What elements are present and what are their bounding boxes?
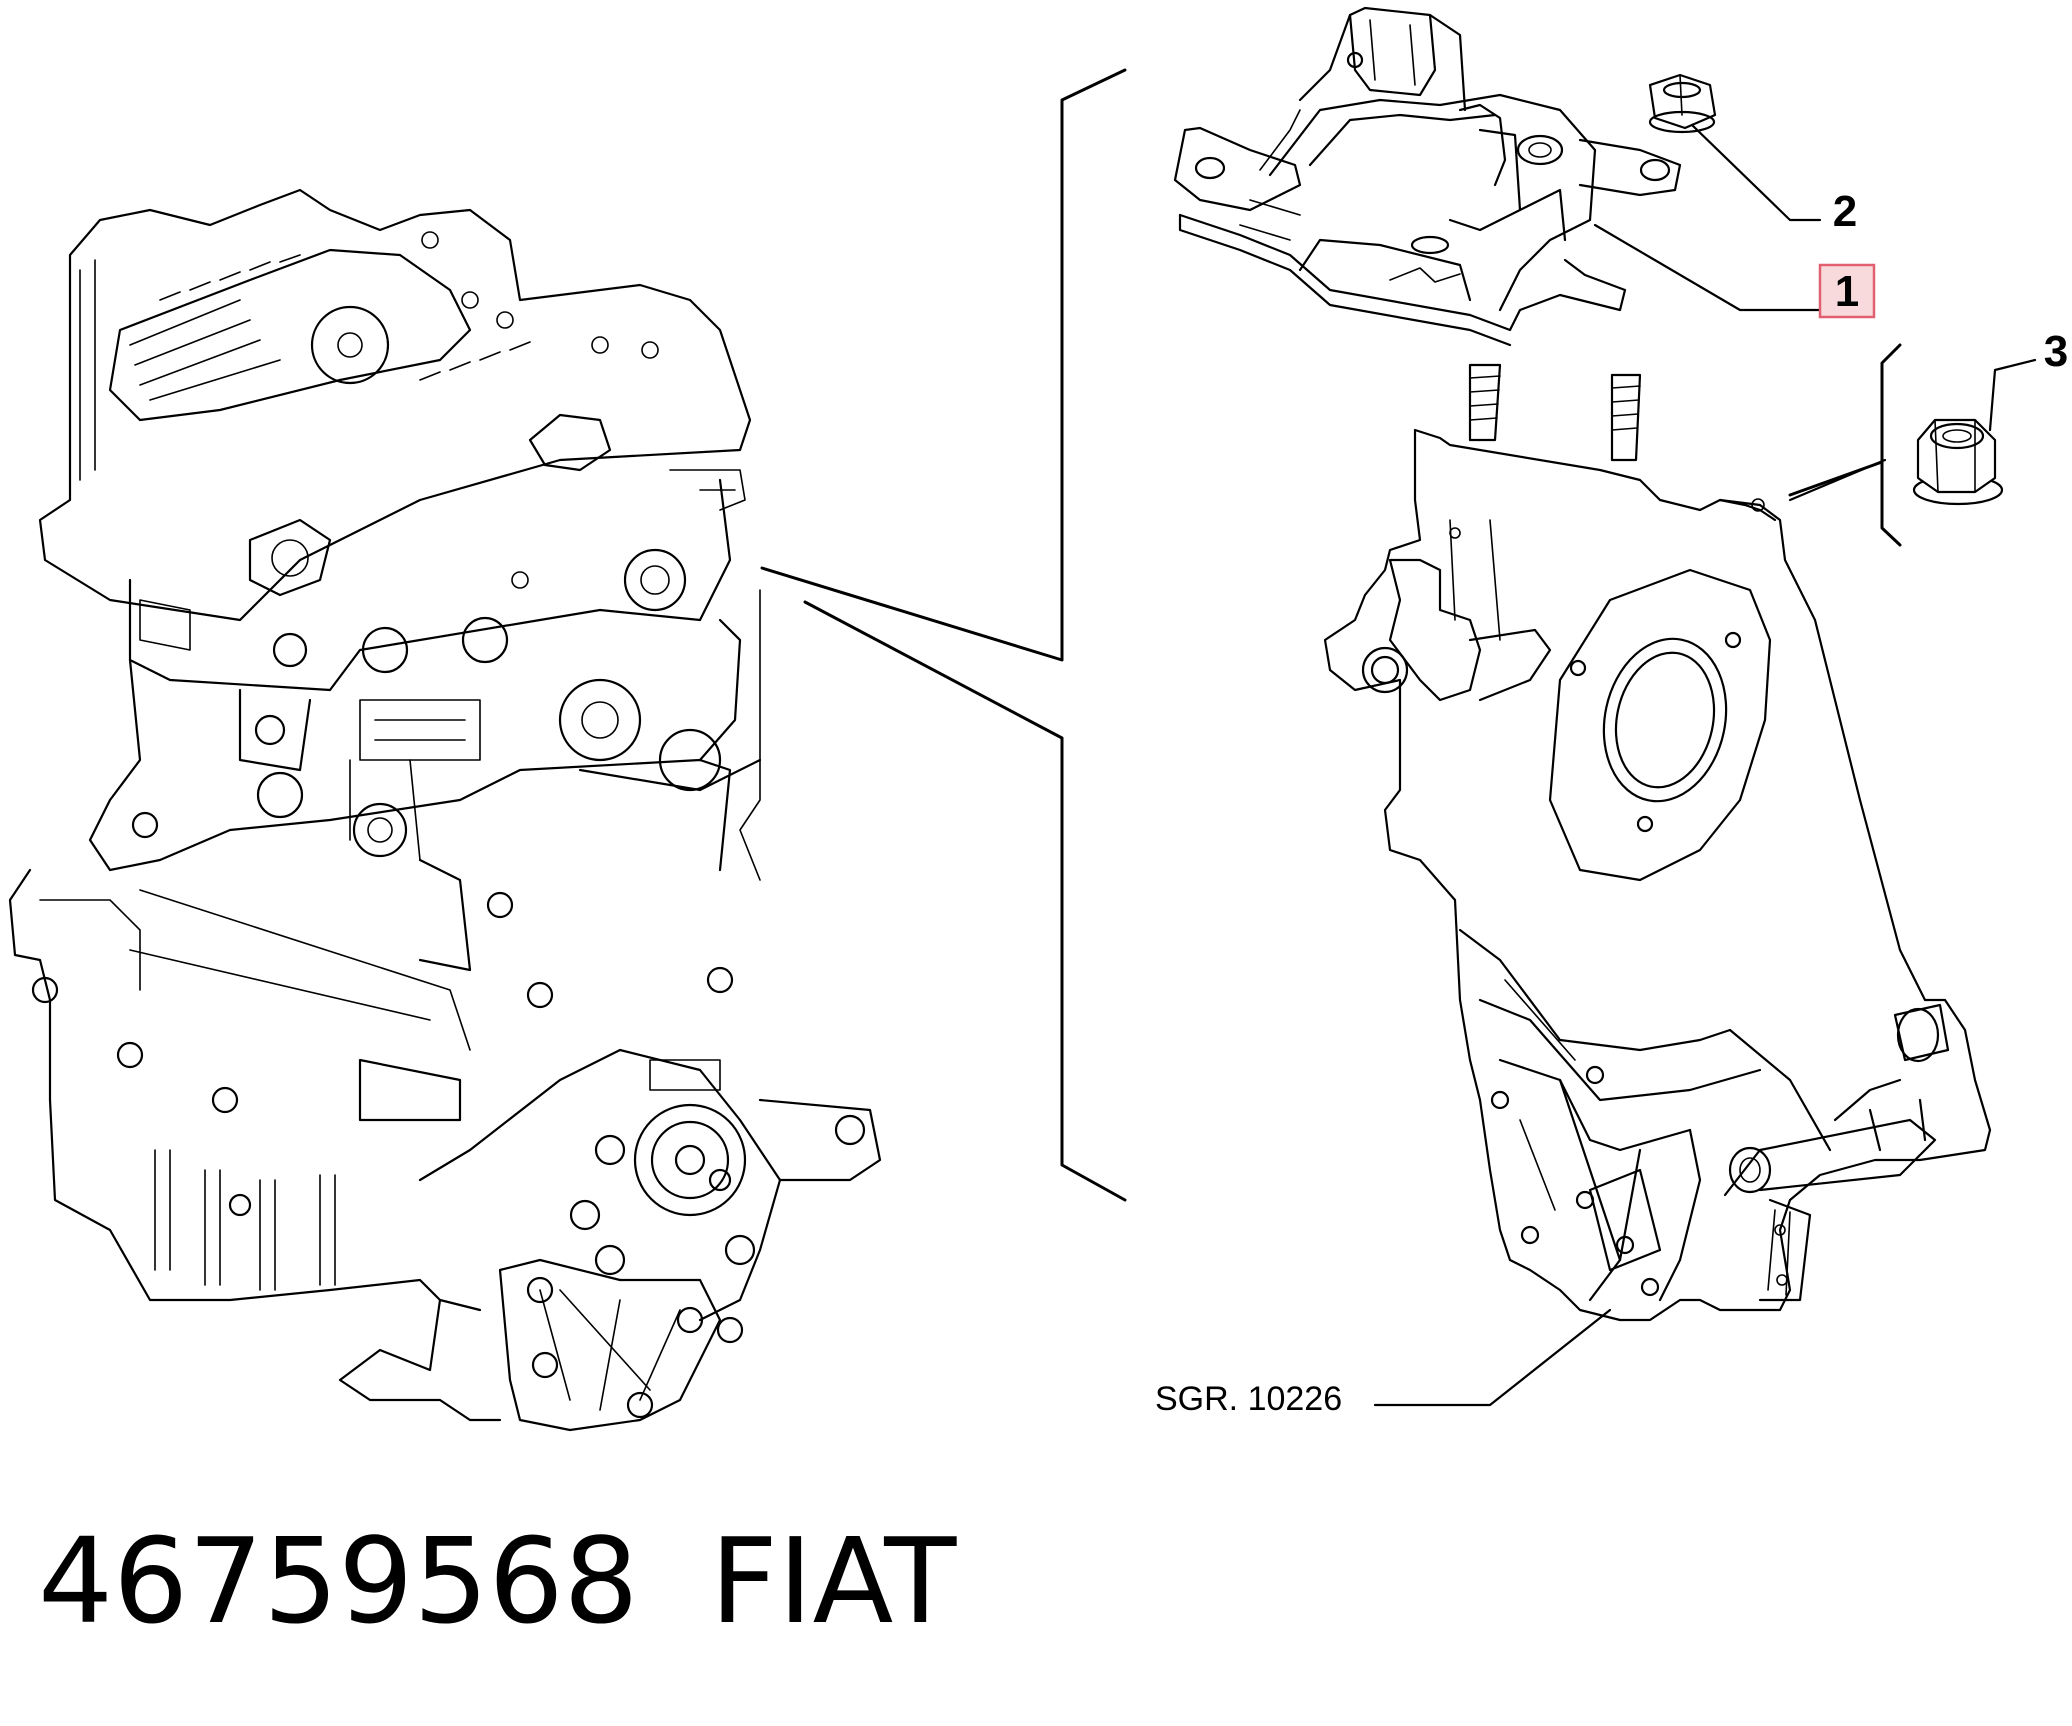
leader-lines — [1373, 123, 2037, 1407]
callout-2-label: 2 — [1833, 187, 1857, 236]
engine-mount-part-1 — [1173, 6, 1682, 347]
engine-block-illustration — [8, 188, 882, 1432]
flange-nut-part-3 — [1912, 418, 2004, 506]
callout-1-label: 1 — [1835, 267, 1859, 316]
flange-nut-part-2 — [1648, 73, 1717, 134]
brand-name: FIAT — [710, 1512, 957, 1650]
part-number: 46759568 — [38, 1512, 639, 1650]
reference-label: SGR. 10226 — [1155, 1380, 1342, 1418]
grouping-bracket — [760, 68, 1127, 1202]
callout-1: 1 — [1818, 263, 1876, 319]
callout-1-highlight — [1818, 263, 1876, 319]
support-bracket-sgr — [1323, 363, 1992, 1322]
nut-bracket — [1788, 343, 1902, 547]
callout-3-label: 3 — [2044, 327, 2068, 376]
